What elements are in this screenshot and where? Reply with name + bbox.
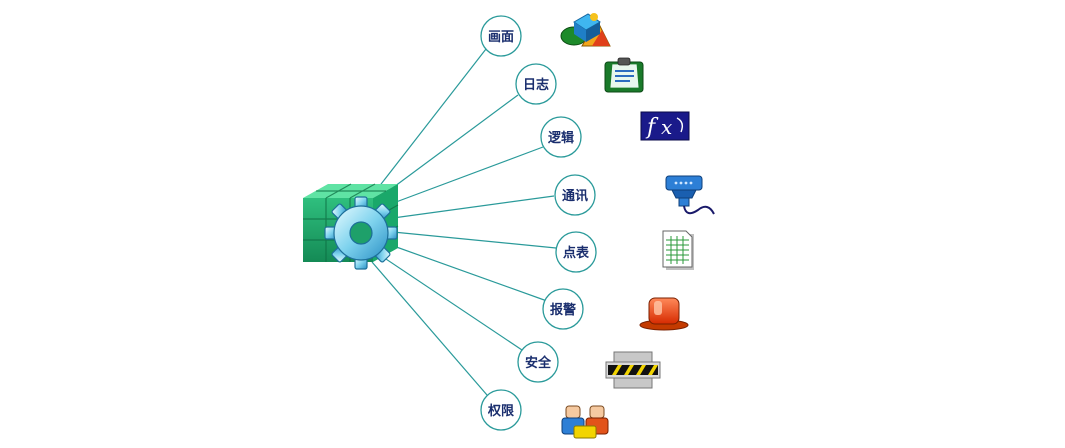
gear-cube-icon (303, 183, 399, 270)
node-comm-label: 通讯 (562, 188, 588, 204)
clipboard-icon (604, 57, 644, 93)
connector-comm (392, 195, 555, 219)
connector-alarm (387, 243, 548, 302)
serial-connector-icon (665, 175, 715, 215)
node-comm[interactable]: 通讯 (554, 174, 596, 216)
connector-access (371, 261, 488, 396)
spreadsheet-icon (662, 230, 694, 270)
function-fx-icon: f x (640, 111, 690, 141)
safety-barrier-icon (605, 351, 661, 389)
node-hmi-label: 画面 (488, 30, 514, 45)
node-access[interactable]: 权限 (480, 389, 522, 431)
node-tags[interactable]: 点表 (555, 231, 597, 273)
node-alarm[interactable]: 报警 (542, 288, 584, 330)
node-alarm-label: 报警 (550, 302, 576, 318)
connector-tags (392, 231, 557, 249)
connector-hmi (377, 48, 487, 189)
shapes-icon (560, 13, 611, 47)
node-hmi[interactable]: 画面 (480, 15, 522, 57)
node-access-label: 权限 (487, 403, 515, 419)
connector-logic (387, 146, 544, 206)
node-logic-label: 逻辑 (548, 130, 574, 146)
connector-security (379, 254, 523, 351)
node-tags-label: 点表 (563, 245, 590, 261)
users-icon (561, 405, 609, 439)
node-security[interactable]: 安全 (517, 341, 559, 383)
svg-text:x: x (661, 115, 672, 139)
node-security-label: 安全 (525, 355, 552, 371)
connector-lines (371, 48, 557, 396)
connector-log (382, 94, 519, 196)
node-log-label: 日志 (523, 77, 549, 93)
node-log[interactable]: 日志 (515, 63, 557, 105)
node-logic[interactable]: 逻辑 (540, 116, 582, 158)
alarm-light-icon (639, 297, 689, 331)
